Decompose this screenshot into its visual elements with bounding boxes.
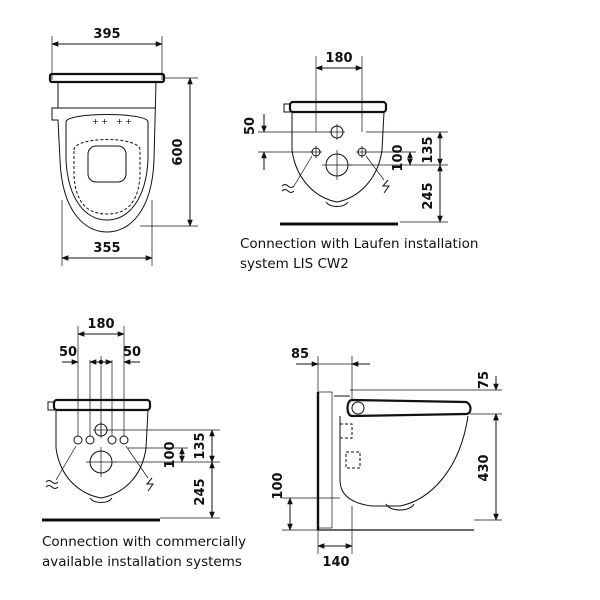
svg-text:+ +: + + [92,117,108,126]
side-view: 85 75 430 100 140 [271,347,502,570]
side-dim-seat-height: 75 [477,371,492,389]
top-view: 395 + + + + 600 355 [48,27,198,266]
dim-top-width: 395 [93,27,120,42]
lis-caption-line2: system LIS CW2 [240,256,349,272]
bowl-rim [65,114,149,221]
bowl-outline [51,81,157,233]
dim-bottom-width: 355 [93,241,120,256]
lis-dim-spacing: 180 [325,51,352,66]
commercial-dim-floor-height: 245 [193,478,208,505]
lis-caption-line1: Connection with Laufen installation [240,236,478,252]
commercial-dim-outer-height: 135 [193,432,208,459]
water-symbol-icon [281,184,295,193]
commercial-dim-spacing: 180 [87,317,114,332]
dim-depth: 600 [171,138,186,165]
seat-hidden [73,139,141,215]
lis-dim-inner-height: 100 [391,144,406,171]
commercial-dim-inner-height: 100 [163,441,178,468]
side-dim-bowl-height: 430 [477,454,492,481]
lis-dim-floor-height: 245 [421,182,436,209]
side-dim-floor-gap: 100 [271,472,286,499]
side-dim-wall-offset: 85 [291,347,309,362]
commercial-water-symbol-icon [45,480,59,489]
side-seat-lid [346,398,472,418]
seat-lid [87,145,127,183]
power-symbol-icon [381,179,390,194]
lis-front-view: 180 50 100 135 [240,51,478,272]
top-plate [48,72,166,84]
commercial-front-view: 180 50 50 [42,317,246,570]
commercial-caption-line2: available installation systems [42,554,242,570]
lis-dim-outer-height: 135 [421,136,436,163]
commercial-dim-right-offset: 50 [123,345,141,360]
commercial-dim-left-offset: 50 [59,345,77,360]
side-dim-base-depth: 140 [322,555,349,570]
lis-dim-left-offset: 50 [243,117,258,135]
commercial-power-symbol-icon [145,477,154,492]
commercial-caption-line1: Connection with commercially [42,534,246,550]
svg-text:+ +: + + [116,117,132,126]
